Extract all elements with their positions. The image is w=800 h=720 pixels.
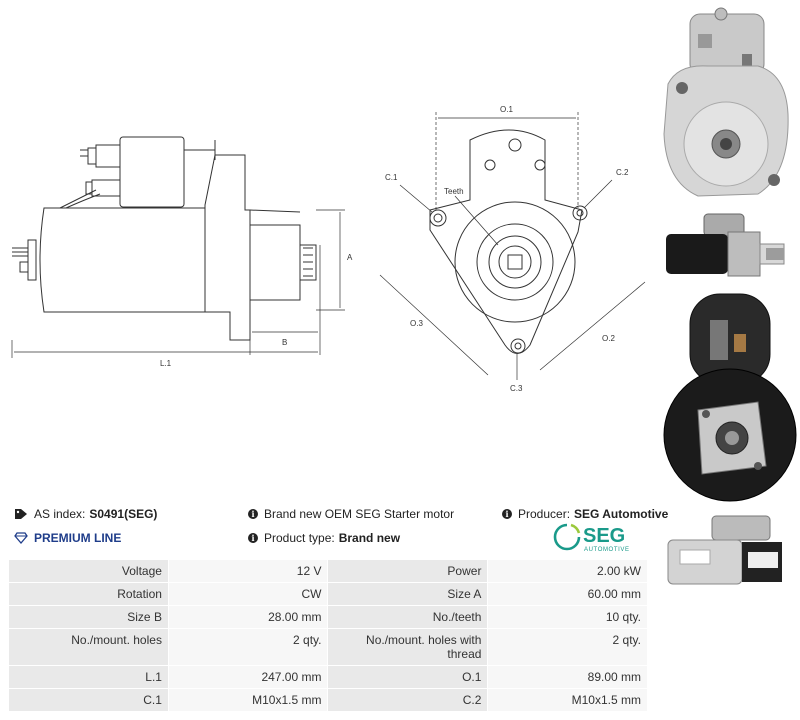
seg-logo-sub: AUTOMOTIVE [584, 547, 630, 553]
dim-label-b: B [282, 338, 287, 347]
spec-label: C.2 [327, 688, 489, 712]
as-index: AS index: S0491(SEG) [14, 507, 157, 521]
spec-label: No./mount. holes with thread [327, 628, 489, 666]
spec-value: 2 qty. [487, 628, 648, 666]
spec-label: Voltage [8, 559, 169, 583]
seg-logo: SEG AUTOMOTIVE [553, 523, 630, 553]
tag-icon [15, 509, 27, 519]
producer: i Producer: SEG Automotive [502, 507, 668, 521]
spec-value: 60.00 mm [487, 582, 648, 606]
premium-line: PREMIUM LINE [14, 531, 121, 545]
dim-label-teeth: Teeth [444, 187, 464, 196]
product-info: AS index: S0491(SEG) i Brand new OEM SEG… [14, 503, 668, 555]
spec-label: Size B [8, 605, 169, 629]
spec-value: CW [167, 582, 329, 606]
spec-value: 12 V [167, 559, 329, 583]
product-photos [658, 0, 800, 720]
dim-label-o3: O.3 [410, 319, 423, 328]
as-index-value: S0491(SEG) [89, 507, 158, 521]
spec-label: Size A [327, 582, 489, 606]
technical-drawing: A B L.1 O.1 O.2 O.3 C.1 C.2 C.3 Teeth [11, 105, 646, 393]
producer-label: Producer: [518, 507, 571, 521]
producer-value: SEG Automotive [574, 507, 669, 521]
spec-value: 28.00 mm [167, 605, 329, 629]
starter-photo-rear-black[interactable] [658, 290, 798, 505]
seg-logo-brand: SEG [583, 525, 625, 547]
dim-label-c2: C.2 [616, 168, 629, 177]
spec-value: 247.00 mm [167, 665, 329, 689]
spec-value: 10 qty. [487, 605, 648, 629]
spec-value: 2.00 kW [487, 559, 648, 583]
dim-label-o1: O.1 [500, 105, 513, 114]
starter-photo-front-silver[interactable] [658, 4, 798, 204]
product-type: i Product type: Brand new [248, 531, 400, 545]
spec-value: M10x1.5 mm [167, 688, 329, 712]
spec-label: C.1 [8, 688, 169, 712]
dim-label-l1: L.1 [160, 359, 172, 368]
spec-label: No./mount. holes [8, 628, 169, 666]
spec-label: L.1 [8, 665, 169, 689]
spec-value: 2 qty. [167, 628, 329, 666]
description-text: Brand new OEM SEG Starter motor [264, 507, 455, 521]
info-icon: i [248, 509, 258, 519]
spec-label: No./teeth [327, 605, 489, 629]
spec-label: Power [327, 559, 489, 583]
starter-photo-side[interactable] [658, 210, 798, 280]
spec-label: O.1 [327, 665, 489, 689]
spec-value: 89.00 mm [487, 665, 648, 689]
spec-value: M10x1.5 mm [487, 688, 648, 712]
spec-label: Rotation [8, 582, 169, 606]
premium-line-label: PREMIUM LINE [34, 531, 122, 545]
dim-label-c1: C.1 [385, 173, 398, 182]
description: i Brand new OEM SEG Starter motor [248, 507, 454, 521]
front-dimension-lines [379, 117, 646, 380]
front-dimensions [435, 112, 579, 212]
dim-label-c3: C.3 [510, 384, 523, 393]
dim-label-o2: O.2 [602, 334, 615, 343]
diamond-icon [14, 532, 28, 544]
info-icon: i [502, 509, 512, 519]
info-icon: i [248, 533, 258, 543]
dim-label-a: A [347, 253, 353, 262]
front-view [429, 129, 588, 354]
starter-photo-label[interactable] [658, 512, 798, 592]
product-type-value: Brand new [338, 531, 401, 545]
product-type-label: Product type: [264, 531, 335, 545]
as-index-label: AS index: [34, 507, 86, 521]
side-view [12, 136, 317, 341]
side-dimensions [11, 209, 345, 358]
